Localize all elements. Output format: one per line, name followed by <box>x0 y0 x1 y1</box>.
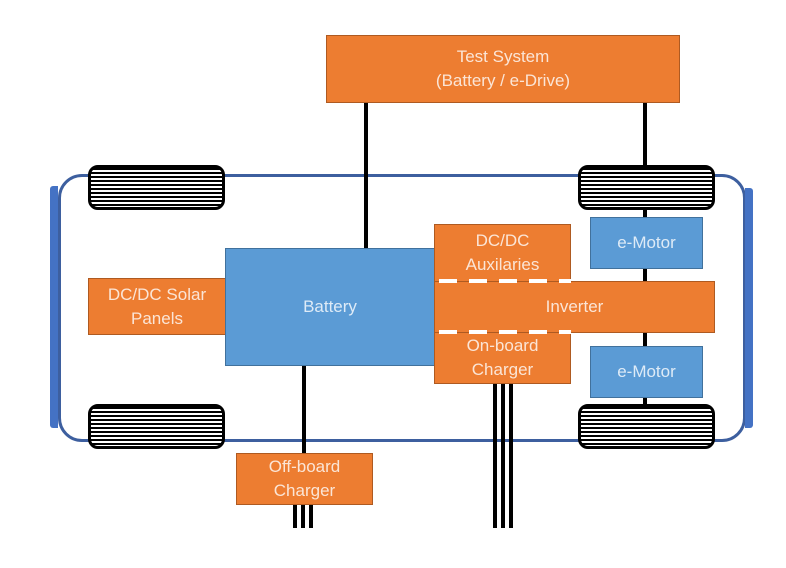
wire-onboard-grid-2 <box>501 384 505 528</box>
tire-front-right <box>578 404 715 449</box>
e-motor-rear-label: e-Motor <box>617 362 676 381</box>
offboard-charger-line1: Off-board <box>268 457 341 476</box>
dcdc-aux-line2: Auxilaries <box>465 255 540 274</box>
dash-divider-bottom <box>439 330 571 334</box>
battery-box[interactable]: Battery <box>225 248 435 366</box>
offboard-charger-box[interactable]: Off-board Charger <box>236 453 373 505</box>
dcdc-solar-line2: Panels <box>131 308 183 328</box>
inverter-box[interactable]: Inverter <box>434 281 715 333</box>
tire-front-left <box>578 165 715 210</box>
dcdc-solar-line1: DC/DC Solar <box>107 284 207 304</box>
dcdc-aux-box[interactable]: DC/DC Auxilaries <box>434 224 571 282</box>
dash-divider-top <box>439 279 571 283</box>
front-bumper <box>745 188 753 428</box>
inverter-label: Inverter <box>545 297 604 316</box>
e-motor-front-box[interactable]: e-Motor <box>590 217 703 269</box>
onboard-charger-box[interactable]: On-board Charger <box>434 332 571 384</box>
wire-test-to-battery <box>364 103 368 249</box>
test-system-box[interactable]: Test System (Battery / e-Drive) <box>326 35 680 103</box>
wire-battery-to-offboard <box>302 366 306 454</box>
tire-rear-right <box>88 404 225 449</box>
onboard-charger-line1: On-board <box>466 336 539 355</box>
dcdc-solar-box[interactable]: DC/DC Solar Panels <box>88 278 226 335</box>
tire-rear-left <box>88 165 225 210</box>
wire-onboard-grid-1 <box>493 384 497 528</box>
e-motor-front-label: e-Motor <box>617 233 676 252</box>
dcdc-aux-line1: DC/DC <box>475 231 530 250</box>
wire-onboard-grid-3 <box>509 384 513 528</box>
battery-label: Battery <box>303 297 357 316</box>
rear-bumper <box>50 186 58 428</box>
vehicle-frame <box>58 174 746 442</box>
test-system-line2: (Battery / e-Drive) <box>435 71 571 90</box>
wire-offboard-grid-3 <box>309 504 313 528</box>
test-system-line1: Test System <box>456 47 550 66</box>
onboard-charger-line2: Charger <box>471 360 534 379</box>
offboard-charger-line2: Charger <box>273 481 336 500</box>
wire-offboard-grid-2 <box>301 504 305 528</box>
wire-offboard-grid-1 <box>293 504 297 528</box>
e-motor-rear-box[interactable]: e-Motor <box>590 346 703 398</box>
